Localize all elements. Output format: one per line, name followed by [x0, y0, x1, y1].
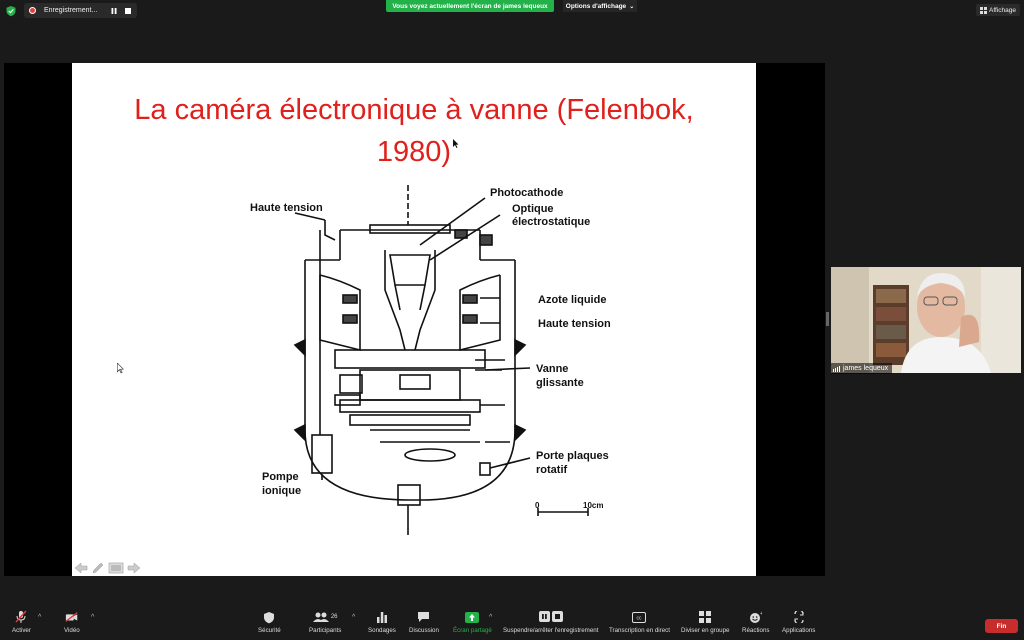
- microphone-muted-icon: [15, 610, 28, 623]
- participant-name-tag: james lequeux: [831, 363, 893, 374]
- meeting-toolbar: [0, 606, 1024, 640]
- unmute-label: Activer: [12, 627, 31, 634]
- view-options-label: Options d'affichage: [565, 2, 627, 10]
- previous-slide-icon[interactable]: [74, 562, 88, 574]
- chat-bubble-icon: [418, 612, 430, 622]
- label-ionique: ionique: [262, 485, 302, 497]
- reactions-label: Réactions: [742, 627, 770, 634]
- presentation-slide: La caméra électronique à vanne (Felenbok…: [72, 63, 756, 576]
- pause-stop-recording-button[interactable]: Suspendre/arrêter l'enregistrement: [503, 610, 598, 634]
- mouse-cursor-icon: [117, 363, 124, 374]
- screen-share-banner: Vous voyez actuellement l'écran de james…: [386, 0, 554, 12]
- screen-share-banner-text: Vous voyez actuellement l'écran de james…: [392, 2, 548, 10]
- recording-label: Enregistrement...: [44, 7, 98, 14]
- next-slide-icon[interactable]: [127, 562, 141, 574]
- label-glissante: glissante: [536, 377, 584, 389]
- label-pompe: Pompe: [262, 471, 299, 483]
- label-porte-plaques: Porte plaques: [536, 450, 609, 462]
- participant-video-tile[interactable]: [831, 267, 1021, 373]
- video-label: Vidéo: [64, 627, 80, 634]
- pause-stop-recording-label: Suspendre/arrêter l'enregistrement: [503, 627, 599, 634]
- slide-title-line1: La caméra électronique à vanne (Felenbok…: [134, 94, 694, 126]
- security-shield-icon[interactable]: [5, 5, 17, 17]
- share-options-caret-icon[interactable]: ^: [489, 614, 493, 621]
- security-label: Sécurité: [258, 627, 281, 634]
- share-screen-button[interactable]: Écran partagé: [453, 610, 492, 634]
- stop-icon: [125, 7, 131, 14]
- share-screen-icon: [465, 611, 480, 623]
- breakout-rooms-button[interactable]: Diviser en groupe: [681, 610, 730, 634]
- label-haute-tension-left: Haute tension: [250, 202, 323, 214]
- view-options-button[interactable]: Options d'affichage ⌄: [563, 0, 637, 12]
- apps-button[interactable]: Applications: [782, 610, 815, 634]
- stop-recording-button[interactable]: [123, 6, 133, 16]
- pause-stop-recording-icon: [538, 611, 563, 622]
- shield-icon: [264, 611, 275, 623]
- label-azote-liquide: Azote liquide: [538, 294, 607, 306]
- panel-resize-handle[interactable]: [826, 312, 829, 326]
- label-haute-tension-right: Haute tension: [538, 318, 611, 330]
- label-photocathode: Photocathode: [490, 187, 564, 199]
- slide-title: La caméra électronique à vanne (Felenbok…: [72, 89, 756, 173]
- apps-icon: [794, 611, 804, 623]
- slide-menu-icon[interactable]: [108, 562, 124, 574]
- slide-navigation-controls: [74, 560, 144, 576]
- apps-label: Applications: [782, 627, 816, 634]
- unmute-button[interactable]: Activer: [12, 610, 31, 634]
- participant-video-image: [831, 267, 1021, 373]
- polls-label: Sondages: [368, 627, 396, 634]
- share-screen-label: Écran partagé: [453, 627, 492, 634]
- end-meeting-button[interactable]: Fin: [985, 619, 1018, 633]
- label-electrostatique: électrostatique: [512, 216, 591, 228]
- live-transcription-label: Transcription en direct: [609, 627, 670, 634]
- participants-button[interactable]: 26 Participants: [309, 610, 341, 634]
- end-meeting-label: Fin: [996, 622, 1007, 630]
- pen-icon[interactable]: [91, 561, 105, 575]
- slide-title-line2: 1980): [376, 136, 452, 168]
- smiley-icon: +: [750, 611, 762, 623]
- label-optique: Optique: [512, 203, 554, 215]
- label-vanne: Vanne: [536, 363, 569, 375]
- layout-view-button[interactable]: Affichage: [976, 4, 1020, 16]
- camera-schematic-diagram: [293, 185, 589, 535]
- closed-caption-icon: cc: [632, 611, 647, 623]
- participants-label: Participants: [309, 627, 342, 634]
- audio-options-caret-icon[interactable]: ^: [38, 614, 42, 621]
- label-rotatif: rotatif: [536, 464, 568, 476]
- layout-view-label: Affichage: [989, 6, 1016, 14]
- recording-dot-icon: [29, 7, 36, 14]
- chevron-down-icon: ⌄: [629, 3, 635, 10]
- svg-text:cc: cc: [637, 615, 643, 621]
- scale-zero: 0: [535, 501, 540, 510]
- live-transcription-button[interactable]: cc Transcription en direct: [609, 610, 670, 634]
- signal-strength-icon: [833, 365, 840, 372]
- reactions-button[interactable]: + Réactions: [742, 610, 770, 635]
- bar-chart-icon: [376, 612, 387, 623]
- participants-icon: [312, 612, 329, 622]
- breakout-rooms-label: Diviser en groupe: [681, 627, 730, 634]
- video-options-caret-icon[interactable]: ^: [91, 614, 95, 621]
- grid-view-icon: [980, 6, 987, 14]
- video-button[interactable]: Vidéo: [64, 610, 80, 634]
- participants-count: 26: [330, 614, 338, 620]
- video-camera-off-icon: [65, 612, 78, 622]
- mouse-cursor-icon: [453, 139, 459, 148]
- participants-options-caret-icon[interactable]: ^: [352, 614, 356, 621]
- pause-recording-button[interactable]: [109, 6, 119, 16]
- pause-icon: [111, 7, 117, 14]
- scale-ten: 10cm: [583, 501, 604, 510]
- chat-label: Discussion: [409, 627, 439, 634]
- participant-name: james lequeux: [843, 365, 889, 372]
- polls-button[interactable]: Sondages: [368, 610, 396, 634]
- breakout-rooms-icon: [699, 611, 712, 623]
- security-button[interactable]: Sécurité: [258, 610, 281, 634]
- recording-indicator: Enregistrement...: [24, 3, 137, 18]
- chat-button[interactable]: Discussion: [409, 610, 439, 634]
- svg-text:+: +: [760, 611, 762, 617]
